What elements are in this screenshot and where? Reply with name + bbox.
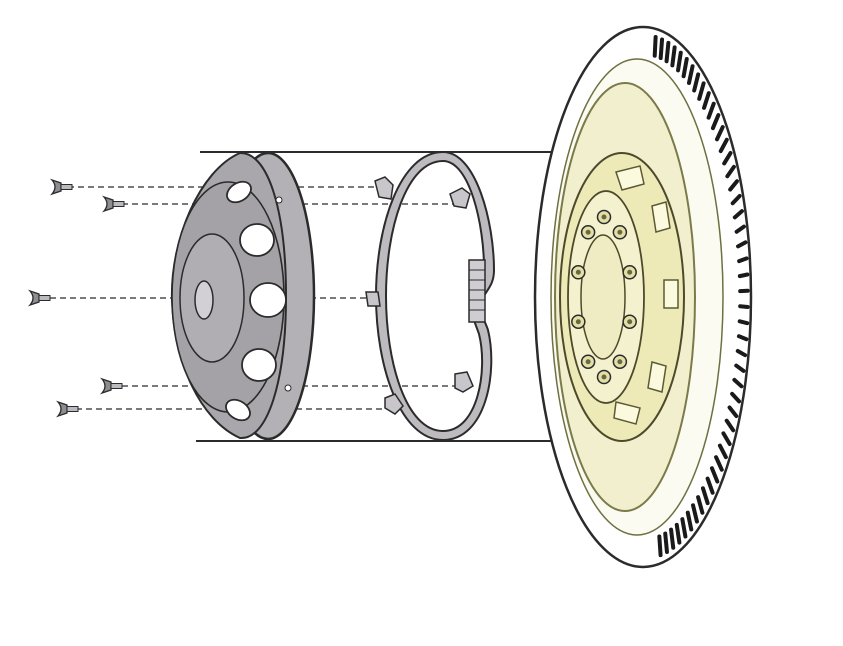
screw-icon (49, 178, 73, 196)
retaining-ring (365, 150, 496, 442)
tread-block (706, 101, 716, 120)
tread-block (735, 348, 748, 358)
tread-block (722, 151, 733, 166)
tread-block (658, 37, 665, 61)
tread-block (734, 224, 746, 234)
screws (27, 178, 125, 418)
screw-hole (284, 384, 292, 392)
cover-screw-holes (275, 196, 292, 392)
screw-icon (55, 400, 79, 418)
tread-block (705, 476, 715, 495)
tread-block (692, 72, 701, 93)
tread-block (717, 443, 728, 460)
tread-block (674, 522, 682, 545)
screw-icon (27, 289, 51, 307)
cover-hole (226, 180, 252, 204)
tread-block (686, 64, 695, 85)
cover-vent-holes (225, 180, 287, 422)
tread-block (697, 81, 706, 101)
cover-center-hole (194, 280, 214, 320)
tread-block (730, 193, 742, 206)
tread-block (702, 91, 711, 110)
tread-block (737, 272, 750, 279)
screw-hole (275, 196, 283, 204)
tire-treads (652, 35, 750, 558)
tread-block (724, 418, 736, 433)
tread-block (737, 256, 749, 264)
tread-block (727, 405, 739, 419)
hub-center (580, 234, 626, 360)
tread-block (718, 137, 729, 154)
tread-block (710, 113, 721, 131)
tread-block (657, 534, 663, 558)
tread-block (736, 334, 749, 342)
lug-nut (596, 209, 612, 225)
tread-block (721, 431, 732, 447)
ring-clip (449, 187, 471, 209)
lug-nut (580, 225, 596, 240)
ring-clip (384, 393, 404, 415)
tread-block (714, 125, 725, 142)
hub-vent-slots (613, 165, 679, 425)
cover-hole (249, 282, 287, 318)
tread-block (736, 240, 748, 249)
cover-hole (225, 398, 251, 422)
tread-block (725, 164, 736, 179)
lug-nut (622, 265, 637, 280)
lug-nut (571, 265, 586, 280)
tread-block (676, 50, 683, 73)
ring-clip (365, 291, 381, 307)
lug-nut (612, 354, 628, 369)
tread-block (691, 503, 699, 524)
vent-slot (615, 165, 645, 191)
tread-block (700, 486, 710, 506)
lug-nut (580, 354, 596, 369)
ring-clip (374, 176, 394, 200)
screw-icon (99, 377, 123, 395)
ring-spring-coupler (468, 259, 486, 323)
tread-block (670, 45, 677, 68)
tread-block (663, 531, 669, 554)
tread-block (728, 179, 739, 192)
lug-nut (596, 369, 612, 385)
lug-nut (612, 225, 628, 240)
hubcap-cover (170, 151, 316, 441)
tread-block (680, 517, 688, 539)
lug-nut (622, 314, 637, 329)
lug-nut (571, 314, 586, 329)
lug-nuts (571, 209, 637, 385)
tread-block (732, 377, 744, 389)
tread-block (709, 466, 720, 484)
tread-block (732, 209, 744, 220)
ring-coupler-ridges (469, 269, 485, 311)
cover-hole (239, 223, 275, 257)
vent-slot (613, 401, 641, 425)
cover-hole (241, 348, 277, 382)
tread-block (669, 527, 676, 550)
vent-slot (647, 361, 667, 393)
tread-block (696, 495, 705, 515)
tread-block (685, 510, 694, 532)
tread-block (738, 304, 750, 309)
ring-clip (454, 371, 474, 393)
tread-block (730, 391, 742, 404)
screw-icon (101, 195, 125, 213)
tread-block (737, 319, 750, 326)
tread-block (734, 363, 746, 373)
vent-slot (663, 279, 679, 309)
tread-block (681, 57, 689, 79)
tread-block (664, 40, 671, 64)
tread-block (714, 455, 724, 472)
tread-block (652, 35, 658, 58)
vent-slot (651, 201, 671, 233)
wheel-assembly (533, 25, 753, 569)
ring-clips (365, 176, 474, 415)
